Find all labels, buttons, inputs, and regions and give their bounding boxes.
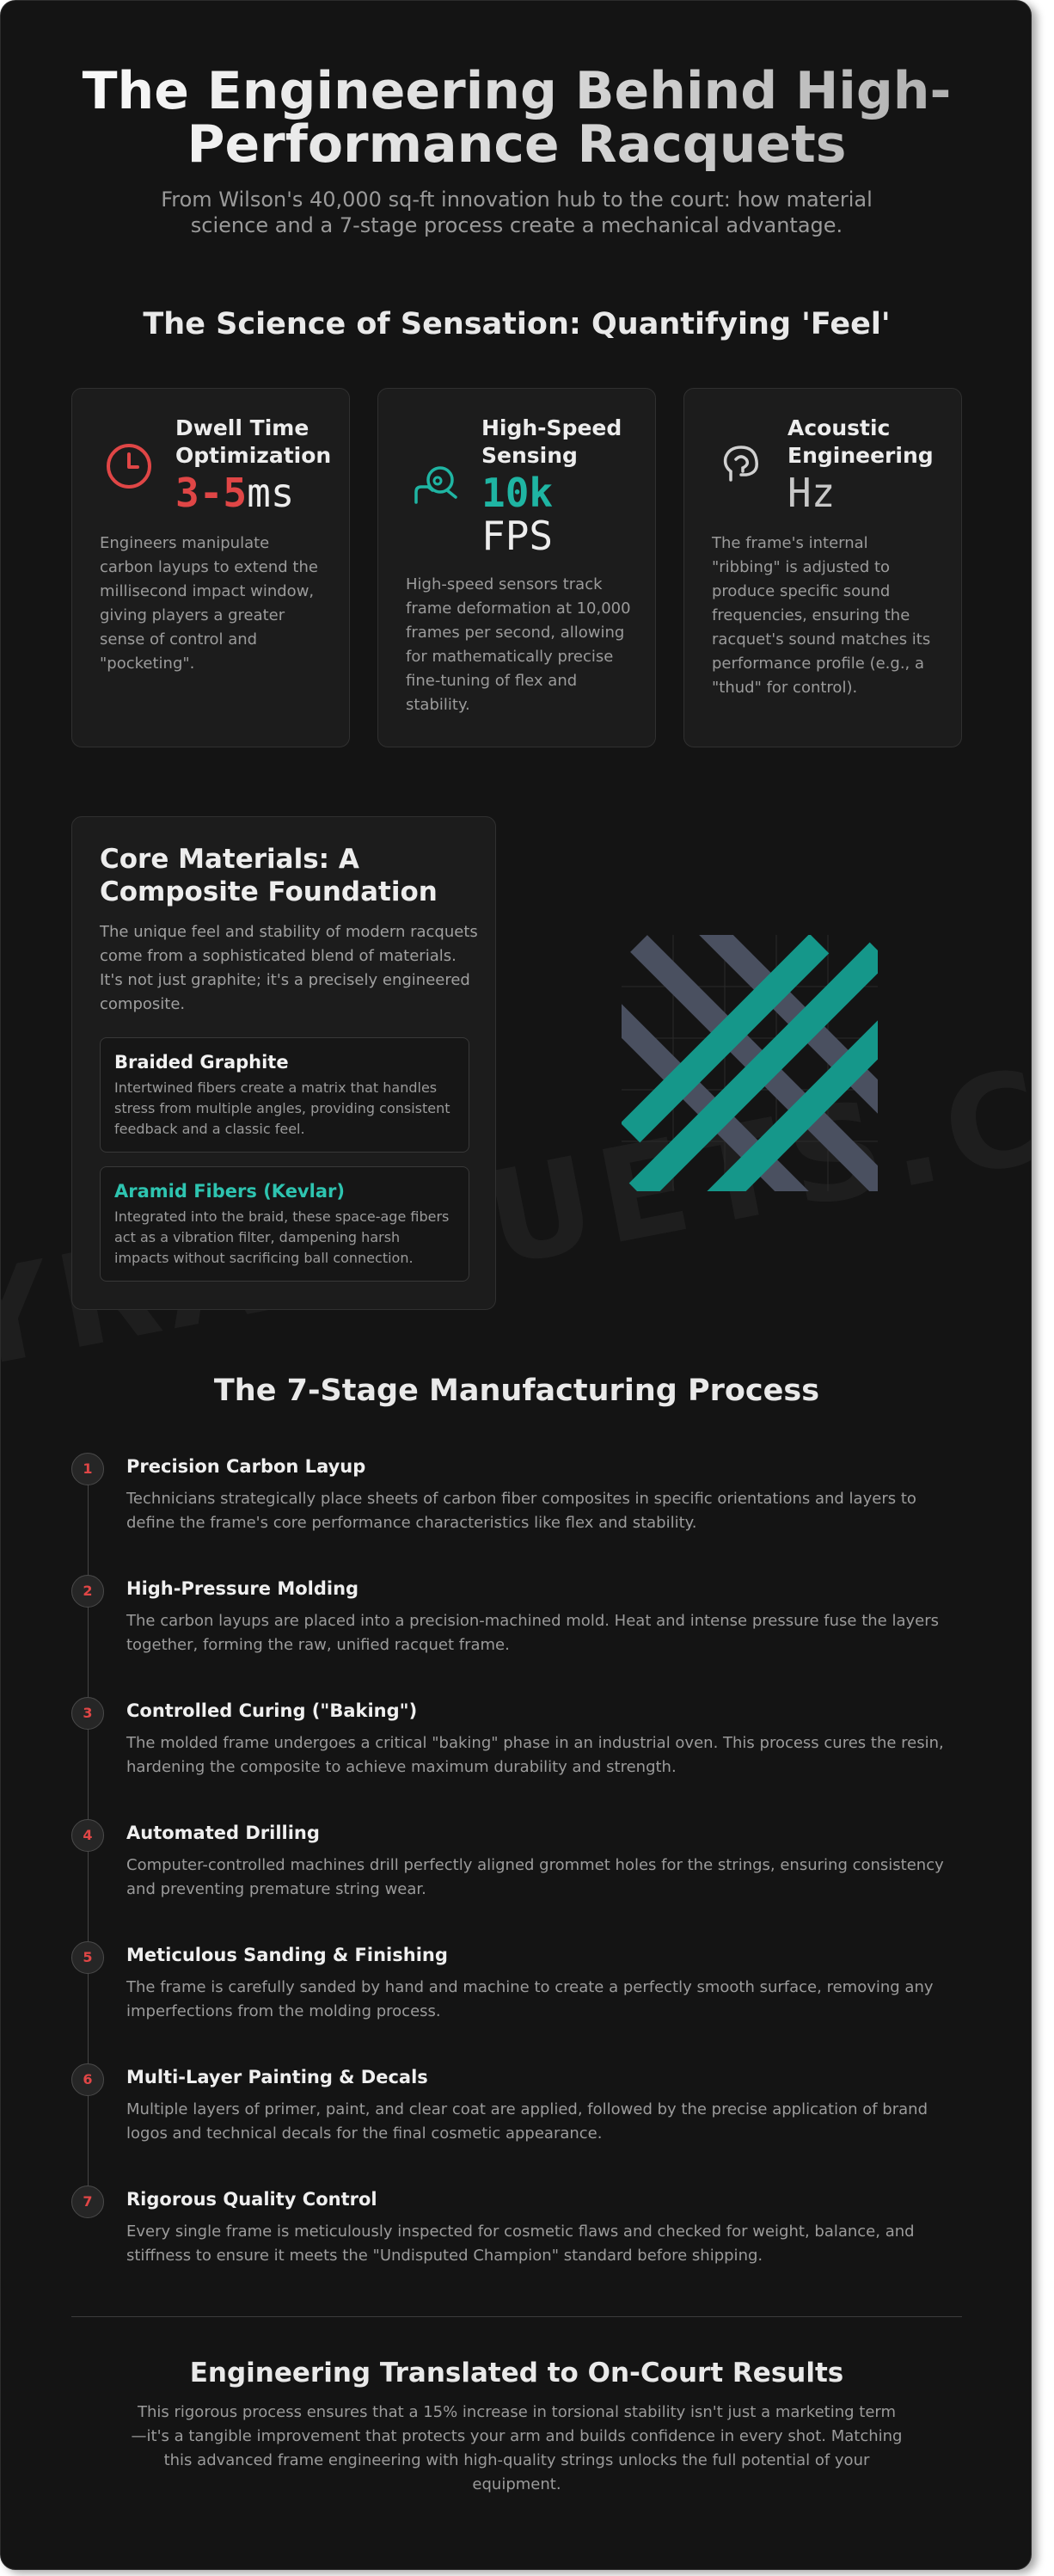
step-number: 2	[71, 1575, 104, 1608]
step-description: The molded frame undergoes a critical "b…	[126, 1734, 944, 1776]
material-aramid-fibers: Aramid Fibers (Kevlar) Integrated into t…	[100, 1166, 469, 1282]
feel-card-high-speed-sensing: High-Speed Sensing 10k FPS High-speed se…	[377, 388, 656, 747]
card-description: Engineers manipulate carbon layups to ex…	[100, 534, 318, 673]
step-description: Computer-controlled machines drill perfe…	[126, 1856, 944, 1898]
step-number: 7	[71, 2186, 104, 2218]
panel-title: Core Materials: A Composite Foundation	[100, 844, 438, 907]
step-connector	[88, 1852, 89, 1941]
conclusion-text: This rigorous process ensures that a 15%…	[131, 2403, 903, 2493]
material-description: Integrated into the braid, these space-a…	[114, 1208, 450, 1266]
card-metric: 3-5ms	[175, 471, 339, 514]
page-title: The Engineering Behind High-Performance …	[1, 65, 1031, 171]
step-title: Rigorous Quality Control	[126, 2189, 377, 2210]
step-number: 4	[71, 1819, 104, 1852]
step-title: High-Pressure Molding	[126, 1578, 359, 1599]
head-ear-icon	[715, 440, 767, 492]
step-title: Controlled Curing ("Baking")	[126, 1700, 418, 1721]
metric-unit: FPS	[481, 513, 554, 559]
step-description: Multiple layers of primer, paint, and cl…	[126, 2100, 928, 2143]
metric-unit: ms	[247, 470, 295, 516]
card-description: The frame's internal "ribbing" is adjust…	[712, 534, 931, 697]
section-divider	[71, 2316, 962, 2317]
feel-section-heading: The Science of Sensation: Quantifying 'F…	[143, 307, 891, 341]
step-title: Automated Drilling	[126, 1823, 320, 1843]
step-description: The frame is carefully sanded by hand an…	[126, 1978, 934, 2020]
clock-icon	[103, 440, 155, 492]
step-connector	[88, 1974, 89, 2063]
feel-card-acoustic-engineering: Acoustic Engineering Hz The frame's inte…	[683, 388, 962, 747]
material-title: Braided Graphite	[114, 1052, 289, 1073]
card-title: High-Speed Sensing	[481, 415, 622, 468]
step-number: 5	[71, 1941, 104, 1974]
process-step: 3 Controlled Curing ("Baking") The molde…	[71, 1697, 965, 1819]
conclusion-title: Engineering Translated to On-Court Resul…	[189, 2358, 844, 2388]
step-connector	[88, 1485, 89, 1575]
camera-sensor-icon	[409, 458, 461, 509]
card-title: Acoustic Engineering	[787, 415, 934, 468]
panel-description: The unique feel and stability of modern …	[100, 923, 478, 1013]
material-braided-graphite: Braided Graphite Intertwined fibers crea…	[100, 1037, 469, 1153]
process-step: 7 Rigorous Quality Control Every single …	[71, 2186, 965, 2308]
metric-value: 10k	[481, 470, 554, 516]
process-step: 1 Precision Carbon Layup Technicians str…	[71, 1453, 965, 1575]
step-connector	[88, 2096, 89, 2186]
step-description: Every single frame is meticulously inspe…	[126, 2222, 915, 2265]
page-subtitle: From Wilson's 40,000 sq-ft innovation hu…	[161, 188, 873, 237]
process-step: 5 Meticulous Sanding & Finishing The fra…	[71, 1941, 965, 2063]
step-number: 3	[71, 1697, 104, 1730]
step-description: Technicians strategically place sheets o…	[126, 1490, 916, 1532]
metric-value: 3-5	[175, 470, 248, 516]
process-heading: The 7-Stage Manufacturing Process	[213, 1374, 820, 1408]
composite-weave-graphic	[622, 935, 878, 1191]
step-title: Meticulous Sanding & Finishing	[126, 1945, 448, 1965]
material-title: Aramid Fibers (Kevlar)	[114, 1181, 345, 1202]
card-description: High-speed sensors track frame deformati…	[406, 575, 631, 714]
infographic-page: YRACQUETS.C The Engineering Behind High-…	[0, 0, 1032, 2570]
step-title: Multi-Layer Painting & Decals	[126, 2067, 428, 2087]
step-number: 6	[71, 2063, 104, 2096]
step-connector	[88, 1730, 89, 1819]
step-connector	[88, 1608, 89, 1697]
card-title: Dwell Time Optimization	[175, 415, 332, 468]
material-description: Intertwined fibers create a matrix that …	[114, 1079, 450, 1137]
metric-value: Hz	[787, 470, 836, 516]
core-materials-panel: Core Materials: A Composite Foundation T…	[71, 816, 496, 1310]
step-number: 1	[71, 1453, 104, 1485]
process-step: 4 Automated Drilling Computer-controlled…	[71, 1819, 965, 1941]
step-title: Precision Carbon Layup	[126, 1456, 366, 1477]
card-metric: 10k FPS	[481, 471, 567, 557]
process-step: 6 Multi-Layer Painting & Decals Multiple…	[71, 2063, 965, 2186]
process-step: 2 High-Pressure Molding The carbon layup…	[71, 1575, 965, 1697]
feel-card-dwell-time: Dwell Time Optimization 3-5ms Engineers …	[71, 388, 350, 747]
step-description: The carbon layups are placed into a prec…	[126, 1612, 939, 1654]
